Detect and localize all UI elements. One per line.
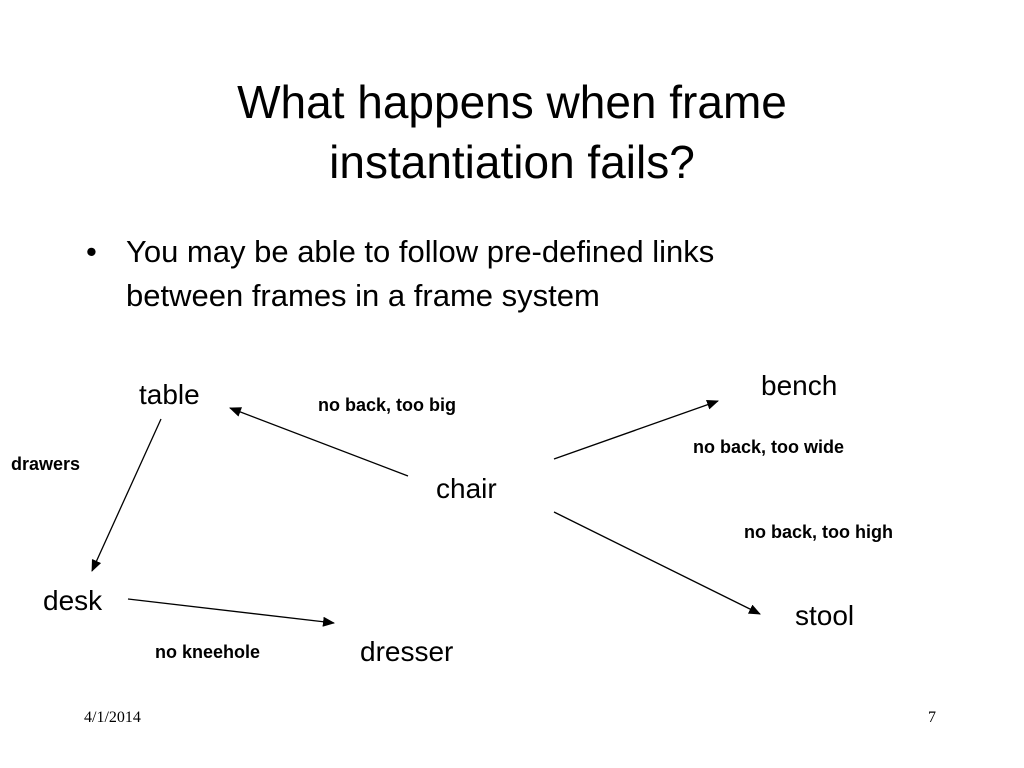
arrow-desk-to-dresser [127,598,335,627]
bullet-text: You may be able to follow pre-defined li… [126,230,926,318]
edge-label-desk-dresser: no kneehole [155,642,261,662]
slide-page-number: 7 [928,709,936,726]
arrow-chair-to-table [229,407,409,477]
edge-label-table-desk: drawers [11,454,81,474]
slide-title: What happens when frame instantiation fa… [62,72,962,192]
bullet-line-2: between frames in a frame system [126,278,600,313]
title-line-1: What happens when frame [237,76,787,128]
edge-label-chair-bench: no back, too wide [693,437,845,457]
edge-label-chair-table: no back, too big [318,395,456,415]
node-table: table [139,379,200,410]
title-line-2: instantiation fails? [329,136,695,188]
arrow-table-to-desk [91,418,162,572]
arrow-chair-to-bench [553,399,719,460]
arrow-chair-to-stool [553,511,761,615]
node-dresser: dresser [360,636,454,667]
node-bench: bench [761,370,838,401]
edge-label-chair-stool: no back, too high [744,522,893,542]
bullet-line-1: You may be able to follow pre-defined li… [126,234,715,269]
bullet-icon: • [86,234,97,269]
node-desk: desk [43,585,103,616]
slide-date: 4/1/2014 [84,709,141,726]
node-stool: stool [795,600,855,631]
node-chair: chair [436,473,497,504]
